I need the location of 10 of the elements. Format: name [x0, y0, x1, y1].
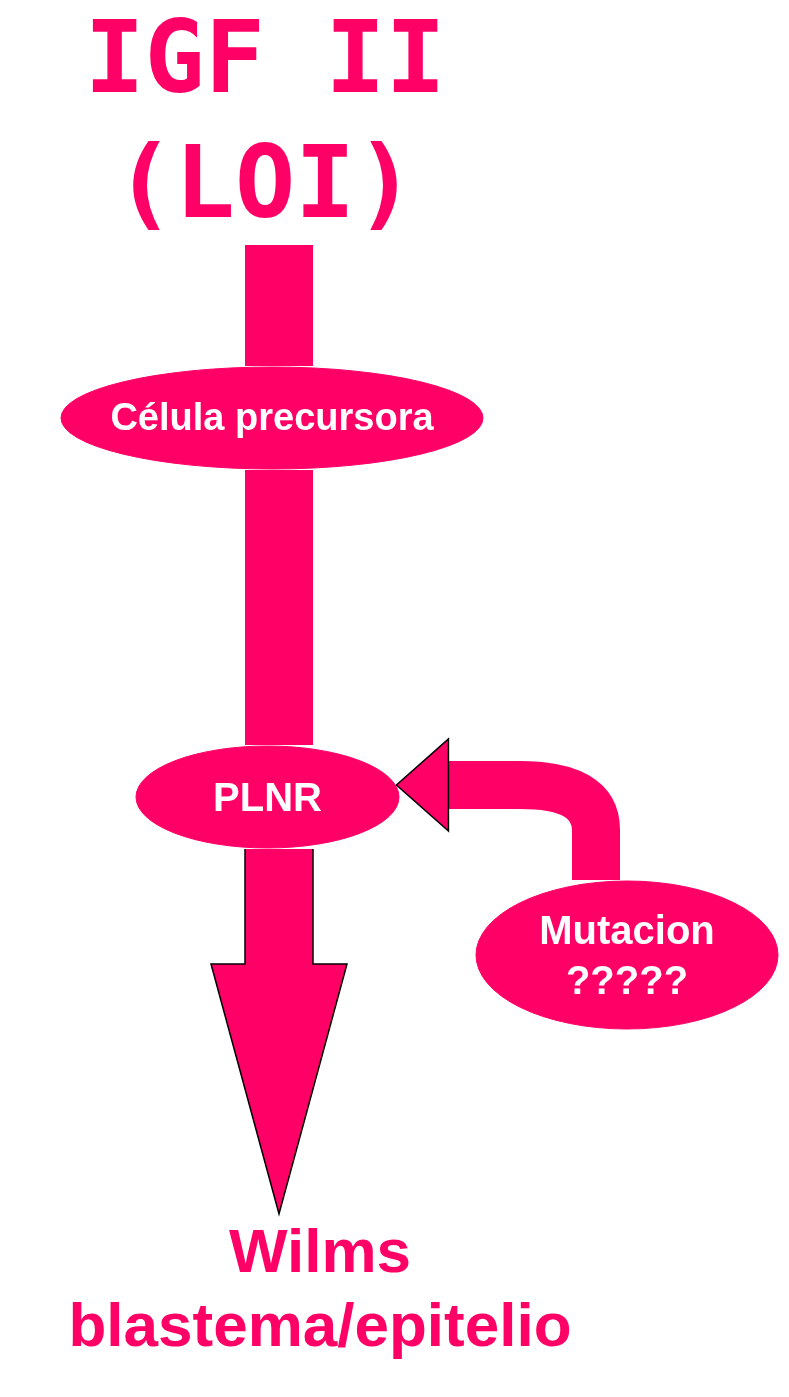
arrow: [395, 738, 620, 880]
result-text: Wilms blastema/epitelio: [67, 1215, 573, 1362]
ellipse-label: PLNR: [213, 775, 322, 819]
process-ellipse: [135, 745, 400, 849]
process-ellipse: [475, 880, 779, 1030]
ellipse-label: Mutacion ?????: [538, 907, 716, 1004]
heading-text: IGF II (LOI): [83, 0, 447, 243]
process-ellipse: [60, 366, 484, 470]
ellipse-label: Célula precursora: [110, 397, 434, 439]
arrow: [210, 848, 348, 1217]
